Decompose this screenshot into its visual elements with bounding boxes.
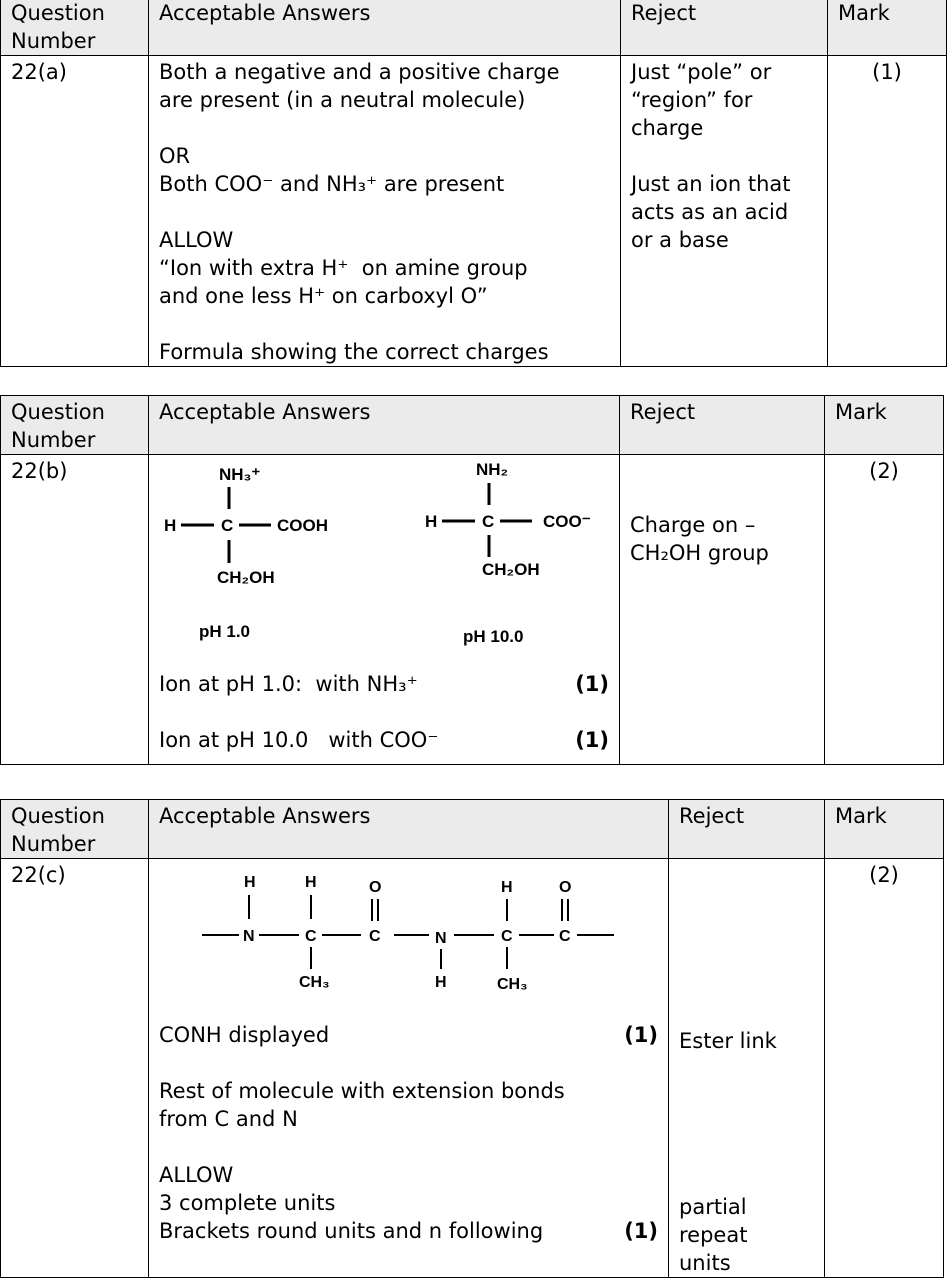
reject-line: “region” for bbox=[631, 88, 753, 112]
header-question-number: Question Number bbox=[0, 799, 149, 859]
mark-table-22b: Question Number Acceptable Answers Rejec… bbox=[0, 395, 944, 765]
question-number: 22(b) bbox=[0, 454, 149, 765]
question-number: 22(c) bbox=[0, 858, 149, 1278]
c-label: C bbox=[559, 928, 571, 945]
reject-line bbox=[631, 142, 817, 170]
ph-10-label: pH 10.0 bbox=[463, 627, 523, 646]
reject-answers: Charge on – CH₂OH group bbox=[619, 454, 825, 765]
answer-line: are present (in a neutral molecule) bbox=[159, 88, 526, 112]
mark-value: (2) bbox=[824, 858, 944, 1278]
header-acceptable-answers: Acceptable Answers bbox=[148, 0, 621, 56]
header-question-number: Question Number bbox=[0, 0, 149, 56]
line-mark: (1) bbox=[575, 672, 609, 696]
answer-line: from C and N bbox=[159, 1107, 298, 1131]
header-mark: Mark bbox=[824, 395, 944, 455]
acceptable-answers: H H O H O N C C N C bbox=[148, 858, 669, 1278]
header-acceptable-answers: Acceptable Answers bbox=[148, 799, 669, 859]
o-label: O bbox=[369, 879, 381, 896]
reject-line: CH₂OH group bbox=[630, 541, 769, 565]
answer-line: and one less H⁺ on carboxyl O” bbox=[159, 284, 488, 308]
answer-line: OR bbox=[159, 144, 191, 168]
answer-line: Both a negative and a positive charge bbox=[159, 60, 560, 84]
header-reject: Reject bbox=[668, 799, 825, 859]
question-number: 22(a) bbox=[0, 55, 149, 367]
header-question-number: Question Number bbox=[0, 395, 149, 455]
acceptable-answers: NH₃⁺ H C COOH CH₂OH pH 1.0 NH₂ H C COO⁻ bbox=[148, 454, 620, 765]
ch3-label: CH₃ bbox=[497, 976, 528, 993]
answer-line bbox=[159, 114, 610, 142]
mark-value: (1) bbox=[827, 55, 947, 367]
h-label: H bbox=[164, 516, 176, 535]
h-label: H bbox=[244, 874, 256, 891]
line-mark: (1) bbox=[624, 1219, 658, 1243]
c-label: C bbox=[501, 928, 513, 945]
answer-line: Both COO⁻ and NH₃⁺ are present bbox=[159, 172, 505, 196]
h-label: H bbox=[305, 874, 317, 891]
line-mark: (1) bbox=[624, 1023, 658, 1047]
cooh-label: COOH bbox=[277, 516, 328, 535]
reject-line: partial bbox=[679, 1195, 747, 1219]
n-label: N bbox=[435, 930, 447, 947]
reject-line: or a base bbox=[631, 228, 729, 252]
reject-line: units bbox=[679, 1251, 731, 1275]
answer-line bbox=[159, 198, 610, 226]
c-label: C bbox=[482, 512, 494, 531]
reject-line: charge bbox=[631, 116, 704, 140]
mark-table-22c: Question Number Acceptable Answers Rejec… bbox=[0, 799, 944, 1278]
reject-line: acts as an acid bbox=[631, 200, 789, 224]
answer-line: CONH displayed(1) bbox=[159, 1023, 658, 1047]
answer-line bbox=[159, 310, 610, 338]
ph-1-label: pH 1.0 bbox=[199, 622, 250, 641]
n-label: N bbox=[243, 928, 255, 945]
serine-ions-diagram: NH₃⁺ H C COOH CH₂OH pH 1.0 NH₂ H C COO⁻ bbox=[164, 460, 591, 646]
reject-line: Just an ion that bbox=[631, 172, 791, 196]
answer-line: Brackets round units and n following(1) bbox=[159, 1219, 658, 1243]
answer-line: “Ion with extra H⁺ on amine group bbox=[159, 256, 528, 280]
c-label: C bbox=[369, 928, 381, 945]
answer-line: Ion at pH 1.0: with NH₃⁺(1) bbox=[159, 672, 609, 696]
reject-line: Charge on – bbox=[630, 513, 756, 537]
coo-minus-label: COO⁻ bbox=[543, 512, 591, 531]
line-mark: (1) bbox=[575, 728, 609, 752]
ch3-label: CH₃ bbox=[299, 974, 330, 991]
answer-line: Ion at pH 10.0 with COO⁻(1) bbox=[159, 728, 609, 752]
header-reject: Reject bbox=[619, 395, 825, 455]
reject-line: repeat bbox=[679, 1223, 748, 1247]
h-label: H bbox=[501, 879, 513, 896]
header-mark: Mark bbox=[824, 799, 944, 859]
answer-line: Formula showing the correct charges bbox=[159, 340, 549, 364]
ch2oh-label: CH₂OH bbox=[217, 568, 275, 587]
nh3-plus-label: NH₃⁺ bbox=[219, 465, 260, 484]
polypeptide-diagram: H H O H O N C C N C bbox=[202, 874, 614, 993]
o-label: O bbox=[559, 879, 571, 896]
header-mark: Mark bbox=[827, 0, 947, 56]
reject-answers: Ester link partial repeat units bbox=[668, 858, 825, 1278]
answer-line: Rest of molecule with extension bonds bbox=[159, 1079, 565, 1103]
reject-line: Just “pole” or bbox=[631, 60, 772, 84]
h-label: H bbox=[425, 512, 437, 531]
nh2-label: NH₂ bbox=[476, 460, 508, 479]
answer-line: ALLOW bbox=[159, 228, 234, 252]
answer-line: 3 complete units bbox=[159, 1191, 336, 1215]
acceptable-answers: Both a negative and a positive charge ar… bbox=[148, 55, 621, 367]
mark-value: (2) bbox=[824, 454, 944, 765]
c-label: C bbox=[305, 928, 317, 945]
c-label: C bbox=[221, 516, 233, 535]
header-acceptable-answers: Acceptable Answers bbox=[148, 395, 620, 455]
answer-line: ALLOW bbox=[159, 1163, 234, 1187]
reject-answers: Just “pole” or “region” for charge Just … bbox=[620, 55, 828, 367]
h-label: H bbox=[435, 974, 447, 991]
ch2oh-label: CH₂OH bbox=[482, 560, 540, 579]
header-reject: Reject bbox=[620, 0, 828, 56]
reject-line: Ester link bbox=[679, 1029, 777, 1053]
mark-table-22a: Question Number Acceptable Answers Rejec… bbox=[0, 0, 947, 367]
